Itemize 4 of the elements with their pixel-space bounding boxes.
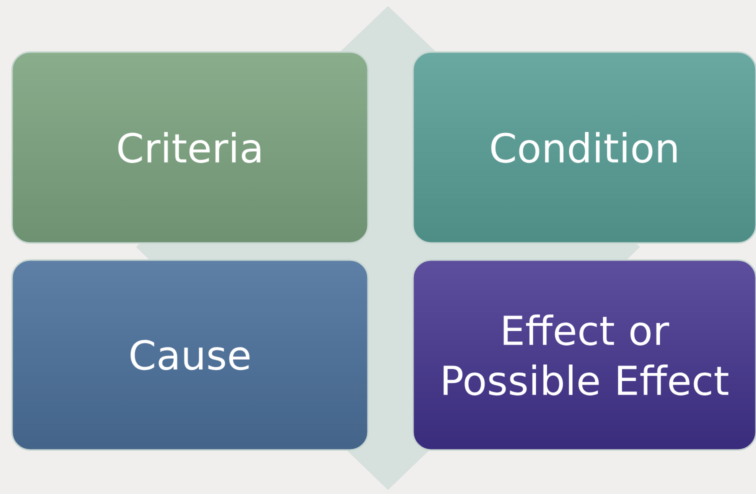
rounded-box: Cause [11,259,369,451]
rounded-box: Effect or Possible Effect [412,259,756,451]
rounded-box: Criteria [11,51,369,244]
rounded-box: Condition [412,51,756,244]
